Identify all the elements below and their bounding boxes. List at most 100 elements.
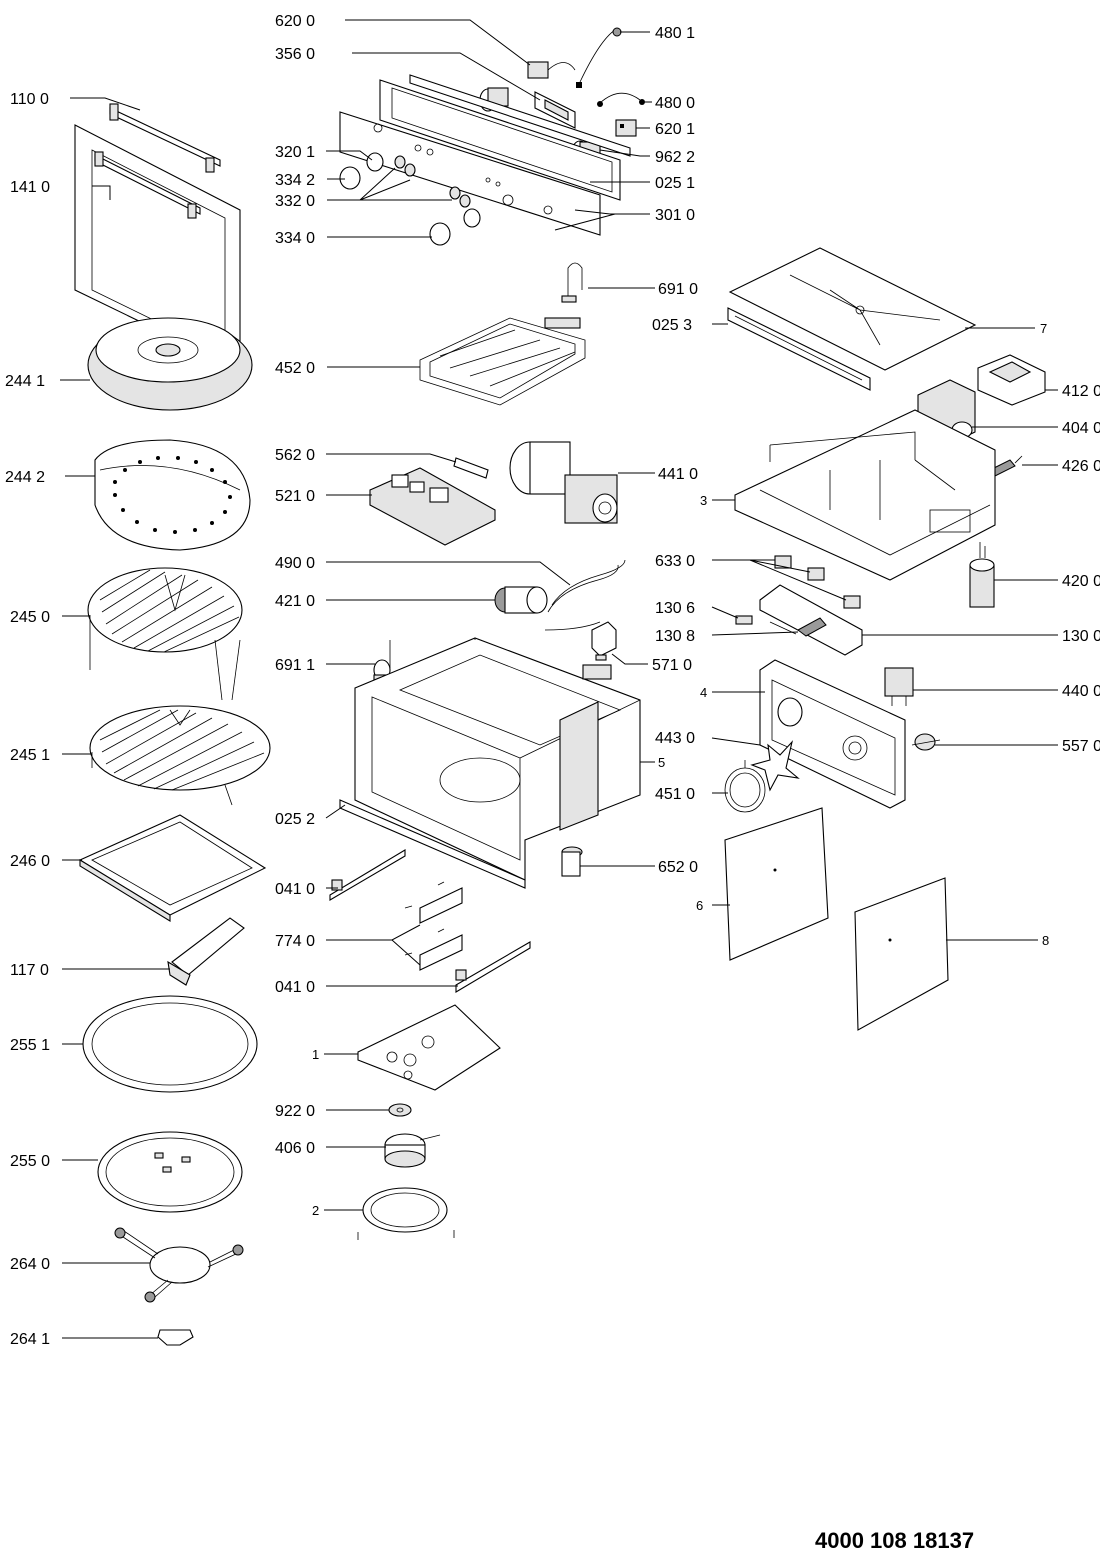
- label-245-1: 245 1: [10, 747, 50, 764]
- ring-element-drawing: [724, 760, 766, 813]
- power-board-drawing: [369, 467, 496, 546]
- washer-drawing: [388, 1103, 412, 1117]
- label-774-0: 774 0: [275, 933, 315, 950]
- coupler-drawing: [157, 1329, 194, 1346]
- label-334-0: 334 0: [275, 230, 315, 247]
- oven-cavity-drawing: [354, 637, 641, 881]
- label-691-1: 691 1: [275, 657, 315, 674]
- fan-blade-drawing: [750, 740, 800, 792]
- label-480-1: 480 1: [655, 25, 695, 42]
- thermal-cutout-drawing: [911, 733, 941, 751]
- label-922-0: 922 0: [275, 1103, 315, 1120]
- label-130-0: 130 0: [1062, 628, 1100, 645]
- label-8: 8: [1042, 933, 1049, 948]
- capacitor-drawing: [494, 586, 548, 614]
- glass-turntable-drawing: [82, 995, 258, 1093]
- label-420-0: 420 0: [1062, 573, 1100, 590]
- chassis-frame-drawing: [734, 409, 996, 581]
- label-264-1: 264 1: [10, 1331, 50, 1348]
- transformer-drawing: [977, 354, 1046, 406]
- crisp-cover-drawing: [87, 317, 253, 411]
- label-962-2: 962 2: [655, 149, 695, 166]
- label-245-0: 245 0: [10, 609, 50, 626]
- label-452-0: 452 0: [275, 360, 315, 377]
- label-4: 4: [700, 685, 707, 700]
- document-number: 4000 108 18137: [815, 1528, 975, 1553]
- knobs-drawing: [339, 152, 481, 246]
- part-labels: 620 0 356 0 110 0 141 0 320 1 334 2 332 …: [5, 13, 1100, 1348]
- label-264-0: 264 0: [10, 1256, 50, 1273]
- turntable-plate-drawing: [97, 1131, 243, 1213]
- label-110-0: 110 0: [10, 91, 49, 108]
- label-620-0-top: 620 0: [275, 13, 315, 30]
- label-041-0-a: 041 0: [275, 881, 315, 898]
- probe-top-drawing: [561, 262, 583, 303]
- label-7: 7: [1040, 321, 1047, 336]
- label-255-1: 255 1: [10, 1037, 50, 1054]
- grill-element-drawing: [419, 317, 586, 406]
- rail-upper-drawing: [329, 849, 406, 901]
- label-6: 6: [696, 898, 703, 913]
- label-412-0: 412 0: [1062, 383, 1100, 400]
- label-246-0: 246 0: [10, 853, 50, 870]
- label-404-0: 404 0: [1062, 420, 1100, 437]
- control-board-drawing: [534, 91, 576, 129]
- label-025-3: 025 3: [652, 317, 692, 334]
- label-117-0: 117 0: [10, 962, 49, 979]
- label-421-0: 421 0: [275, 593, 315, 610]
- crisp-plate-drawing: [94, 439, 251, 551]
- label-244-2: 244 2: [5, 469, 45, 486]
- label-571-0: 571 0: [652, 657, 692, 674]
- relay-drawing: [591, 621, 617, 661]
- label-1: 1: [312, 1047, 319, 1062]
- microswitches-drawing: [774, 555, 861, 609]
- label-633-0: 633 0: [655, 553, 695, 570]
- label-130-8: 130 8: [655, 628, 695, 645]
- top-cover-drawing: [728, 247, 977, 371]
- side-panel-right-drawing: [854, 877, 949, 1031]
- cooling-fan-drawing: [509, 441, 618, 524]
- label-334-2: 334 2: [275, 172, 315, 189]
- side-panel-left-drawing: [724, 807, 829, 961]
- crisp-plate-holes: [113, 456, 232, 534]
- label-141-0: 141 0: [10, 179, 50, 196]
- label-041-0-b: 041 0: [275, 979, 315, 996]
- oven-door-drawing: [74, 124, 241, 371]
- label-451-0: 451 0: [655, 786, 695, 803]
- label-652-0: 652 0: [658, 859, 698, 876]
- label-440-0: 440 0: [1062, 683, 1100, 700]
- label-3: 3: [700, 493, 707, 508]
- label-255-0: 255 0: [10, 1153, 50, 1170]
- support-ring-drawing: [357, 1187, 455, 1240]
- label-025-2: 025 2: [275, 811, 315, 828]
- rear-panel-drawing: [759, 659, 906, 809]
- label-557-0: 557 0: [1062, 738, 1100, 755]
- label-244-1: 244 1: [5, 373, 45, 390]
- label-130-6: 130 6: [655, 600, 695, 617]
- hv-capacitor-drawing: [969, 542, 995, 608]
- label-562-0: 562 0: [275, 447, 315, 464]
- label-320-1: 320 1: [275, 144, 315, 161]
- label-356-0: 356 0: [275, 46, 315, 63]
- label-443-0: 443 0: [655, 730, 695, 747]
- label-2: 2: [312, 1203, 319, 1218]
- label-521-0: 521 0: [275, 488, 315, 505]
- lamp-drawing: [561, 846, 583, 877]
- brackets-drawing: [404, 881, 463, 971]
- label-5: 5: [658, 755, 665, 770]
- switch-top-drawing: [527, 27, 622, 88]
- label-490-0: 490 0: [275, 555, 315, 572]
- label-426-0: 426 0: [1062, 458, 1100, 475]
- relay-rear-drawing: [884, 667, 914, 706]
- label-691-0: 691 0: [658, 281, 698, 298]
- door-lock-bracket-drawing: [735, 584, 863, 656]
- label-441-0: 441 0: [658, 466, 698, 483]
- baking-tray-drawing: [78, 814, 267, 922]
- turntable-motor-drawing: [384, 1133, 441, 1168]
- base-plate-drawing: [357, 1004, 501, 1091]
- low-rack-drawing: [89, 705, 271, 806]
- door-handle-drawing: [109, 103, 221, 173]
- label-025-1: 025 1: [655, 175, 695, 192]
- high-rack-drawing: [87, 567, 243, 701]
